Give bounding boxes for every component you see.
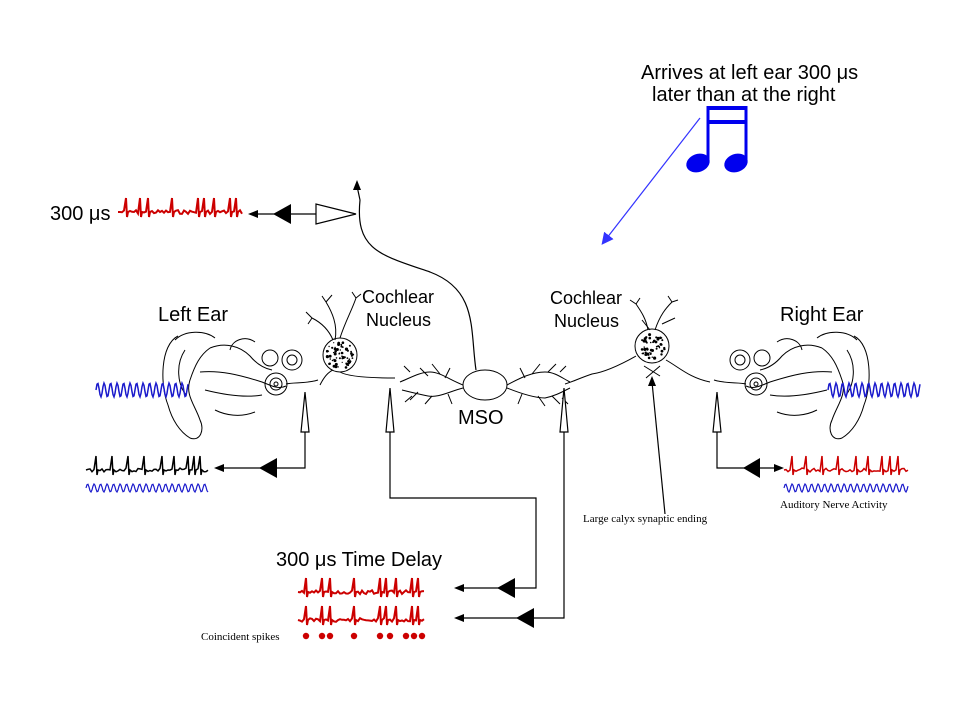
axon-arrowhead [353,180,361,190]
mso-neuron-icon [399,363,571,407]
time-delay-label: 300 μs Time Delay [276,549,442,571]
right-cochlear-nucleus-neuron-icon [564,295,711,385]
mso-label: MSO [458,407,504,429]
top-spike-train [118,197,243,218]
delayed-spike-train-1 [297,577,425,598]
coincident-spike-dot [376,632,384,640]
coincident-spikes-label: Coincident spikes [201,631,280,643]
coincident-spike-dot [302,632,310,640]
coincident-spike-dot [410,632,418,640]
right-ear-recorded-wave [783,482,909,494]
left-ear-spike-train [85,455,209,476]
top-delay-label: 300 μs [50,203,110,225]
right-ear-spike-train [783,455,909,476]
coincident-spike-dot [318,632,326,640]
auditory-nerve-label: Auditory Nerve Activity [780,499,888,511]
right-cn-label-2: Nucleus [554,311,619,331]
coincident-spike-dot [386,632,394,640]
right-ear-label: Right Ear [780,304,864,326]
left-ear-label: Left Ear [158,304,228,326]
left-cochlear-nucleus-neuron-icon [305,291,396,386]
delayed-spike-train-2 [297,605,425,626]
coincident-spike-dots [302,632,426,640]
left-ear-recorded-wave [85,482,209,494]
calyx-label: Large calyx synaptic ending [583,513,708,525]
output-arrowheads [214,376,784,628]
note-line-2: later than at the right [652,84,836,106]
right-cn-label-1: Cochlear [550,288,622,308]
coincident-spike-dot [326,632,334,640]
left-cn-label-1: Cochlear [362,287,434,307]
coincident-spike-dot [418,632,426,640]
input-markers [300,387,722,433]
coincident-spike-dot [350,632,358,640]
right-ear-icon [713,331,870,440]
top-output-arrow [248,203,357,225]
mso-output-axon [356,185,477,371]
coincident-spike-dot [402,632,410,640]
note-line-1: Arrives at left ear 300 μs [641,62,858,84]
sound-direction-arrow [601,117,701,245]
left-ear-sound-wave [95,380,189,400]
right-ear-sound-wave [827,380,921,400]
left-cn-label-2: Nucleus [366,310,431,330]
music-note-icon [686,106,748,173]
left-ear-icon [162,331,319,440]
